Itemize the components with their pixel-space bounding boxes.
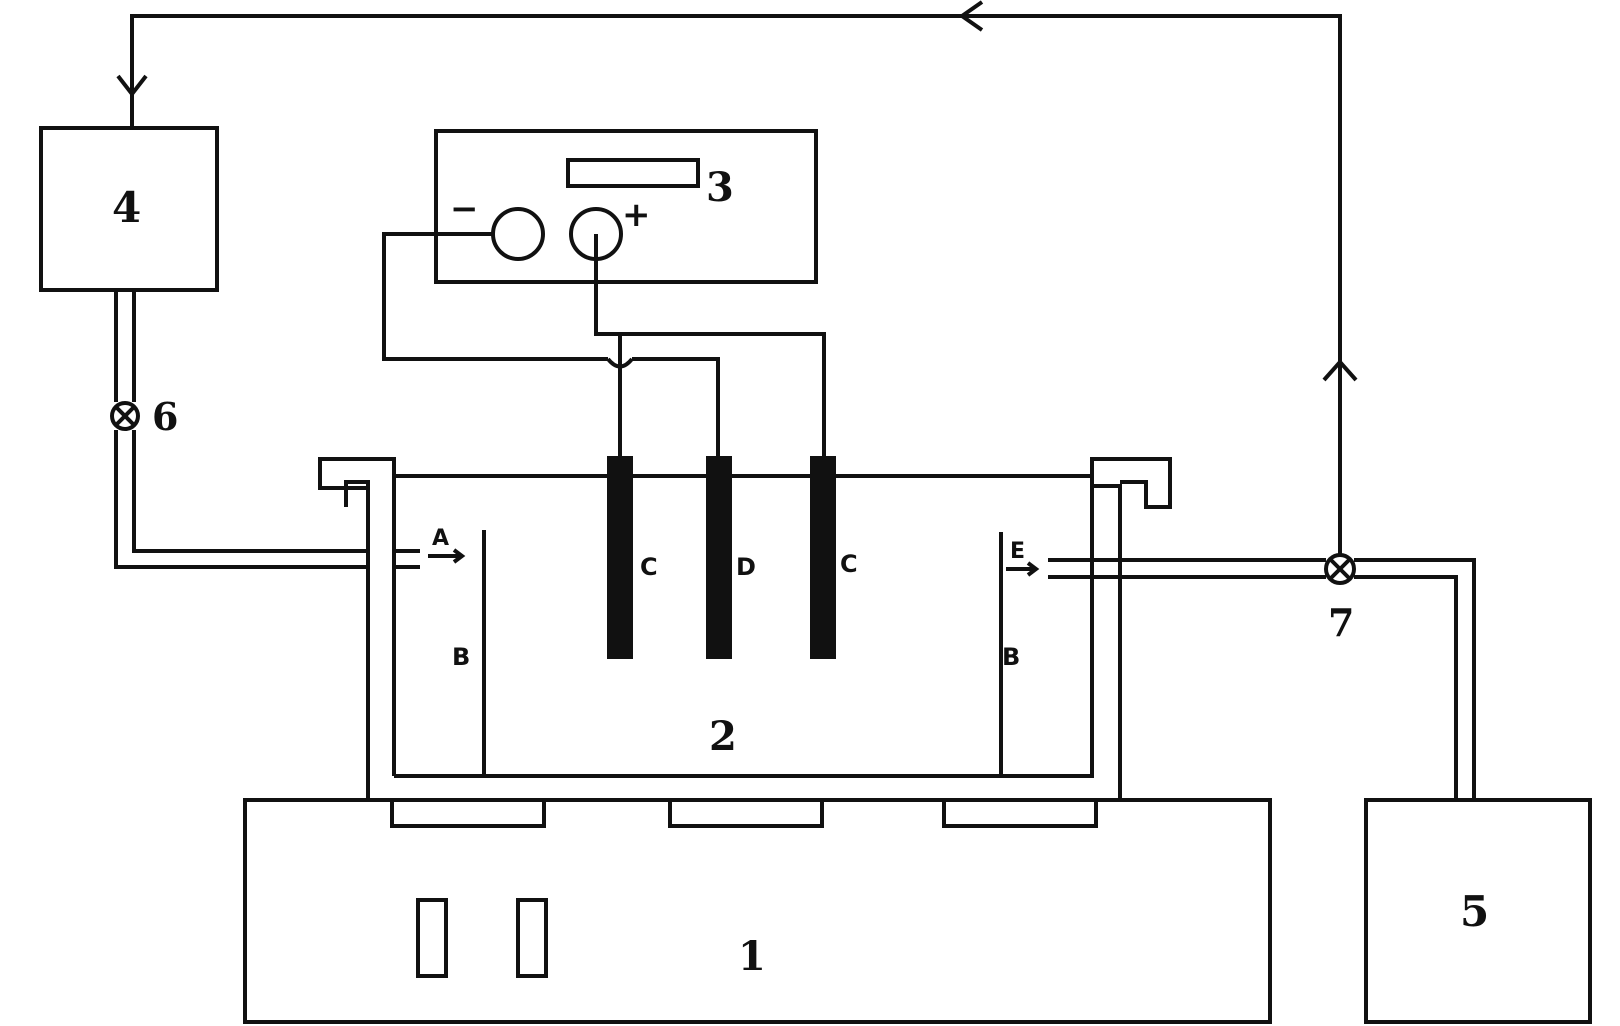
label-valve-6: 6: [152, 394, 178, 439]
base-pad-left: [390, 798, 546, 828]
base-pad-right: [942, 798, 1098, 828]
unit-4-feed-tank: [39, 126, 420, 569]
flow-arrows: [428, 548, 1040, 577]
label-unit-1: 1: [738, 933, 766, 980]
flow-arrow-down: [116, 74, 148, 98]
unit-1-base: [243, 798, 1272, 1024]
control-knob-2: [516, 898, 548, 978]
flow-arrow-up: [1322, 358, 1358, 382]
label-valve-7: 7: [1328, 600, 1354, 645]
label-unit-5: 5: [1460, 887, 1489, 936]
label-unit-2: 2: [709, 713, 737, 760]
valve-6: [110, 401, 140, 431]
label-electrode-d: D: [736, 553, 756, 581]
label-terminal-plus: +: [622, 195, 651, 235]
label-unit-3: 3: [706, 164, 734, 211]
base-pad-middle: [668, 798, 824, 828]
electrode-c-right: [810, 456, 836, 659]
unit-3-power-supply: [434, 129, 818, 284]
label-outlet-e: E: [1010, 539, 1025, 564]
power-display: [566, 158, 700, 188]
label-electrode-c-left: C: [640, 553, 658, 581]
unit-5-receiving-tank: [1364, 798, 1592, 1024]
electrodes: [607, 456, 836, 659]
negative-terminal: [491, 207, 545, 261]
label-baffle-left: B: [452, 643, 470, 671]
label-inlet-a: A: [432, 526, 449, 551]
label-baffle-right: B: [1002, 643, 1020, 671]
electrode-d: [706, 456, 732, 659]
unit-2-reaction-tank: [318, 457, 1172, 800]
wiring: [382, 232, 826, 458]
flow-arrow-top: [958, 0, 984, 32]
electrode-c-left: [607, 456, 633, 659]
label-electrode-c-right: C: [840, 550, 858, 578]
control-knob-1: [416, 898, 448, 978]
label-terminal-minus: −: [450, 189, 479, 229]
recirculation-loop: [116, 0, 1358, 555]
outlet-line: [1048, 553, 1476, 800]
label-unit-4: 4: [112, 183, 141, 232]
